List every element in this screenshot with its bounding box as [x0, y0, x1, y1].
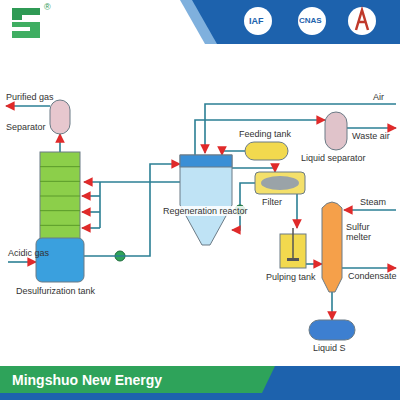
equipment-label: Separator [6, 122, 46, 132]
equipment-node: Desulfurization tank [36, 152, 84, 282]
footer-band [0, 366, 400, 393]
equipment-shape [325, 112, 347, 150]
equipment-node: Liquid separator [325, 112, 347, 150]
logo-text: ® [44, 2, 51, 13]
pipe-connector [331, 292, 333, 320]
footer-band-blue [262, 366, 400, 393]
pipe-connector [84, 181, 180, 183]
pipe-connector [59, 134, 61, 152]
cert-icon [356, 10, 368, 30]
stream-label: Purified gas [6, 92, 54, 102]
equipment-shape [180, 155, 232, 245]
pipe-connector [222, 151, 245, 155]
equipment-node: Liquid S [309, 320, 355, 340]
equipment-shape [322, 200, 342, 292]
cert-logo [244, 7, 272, 35]
stream-label: Air [373, 92, 384, 102]
equipment-shape [50, 100, 70, 134]
logo-text: IAF [249, 16, 264, 27]
stream-label: Steam [360, 197, 386, 207]
equipment-label: Desulfurization tank [16, 286, 95, 296]
equipment-label: Feeding tank [239, 129, 291, 139]
equipment-shape [309, 320, 355, 340]
equipment-node: Feeding tank [245, 142, 288, 160]
equipment-shape [255, 172, 305, 194]
logo-text: CNAS [299, 16, 322, 26]
company-logo [12, 8, 40, 38]
equipment-shape [36, 152, 84, 282]
cert-logo [298, 7, 326, 35]
equipment-label: Liquid separator [301, 153, 366, 163]
brand-name: Mingshuo New Energy [12, 372, 162, 388]
header-band [190, 0, 400, 44]
footer-stripe [0, 393, 400, 400]
equipment-shape [245, 142, 288, 160]
equipment-node: Regeneration reactor [180, 155, 232, 245]
equipment-label: Sulfur melter [346, 222, 392, 242]
equipment-label: Pulping tank [266, 272, 316, 282]
equipment-shape [280, 228, 306, 268]
pipe-connector [232, 168, 275, 172]
stream-label: Acidic gas [8, 248, 49, 258]
stream-label: Condensate [348, 271, 397, 281]
equipment-node: Sulfur melter [322, 200, 342, 292]
header-stripe [180, 0, 217, 44]
stream-label: Waste air [352, 131, 390, 141]
pipe-connector [296, 194, 298, 228]
equipment-node: Pulping tank [280, 228, 306, 268]
equipment-label: Filter [262, 197, 282, 207]
pipe-connector [306, 263, 322, 265]
equipment-label: Regeneration reactor [162, 206, 249, 216]
equipment-node: Filter [255, 172, 305, 194]
equipment-label: Liquid S [313, 343, 346, 353]
cert-logo [348, 7, 376, 35]
equipment-node: Separator [50, 100, 70, 134]
